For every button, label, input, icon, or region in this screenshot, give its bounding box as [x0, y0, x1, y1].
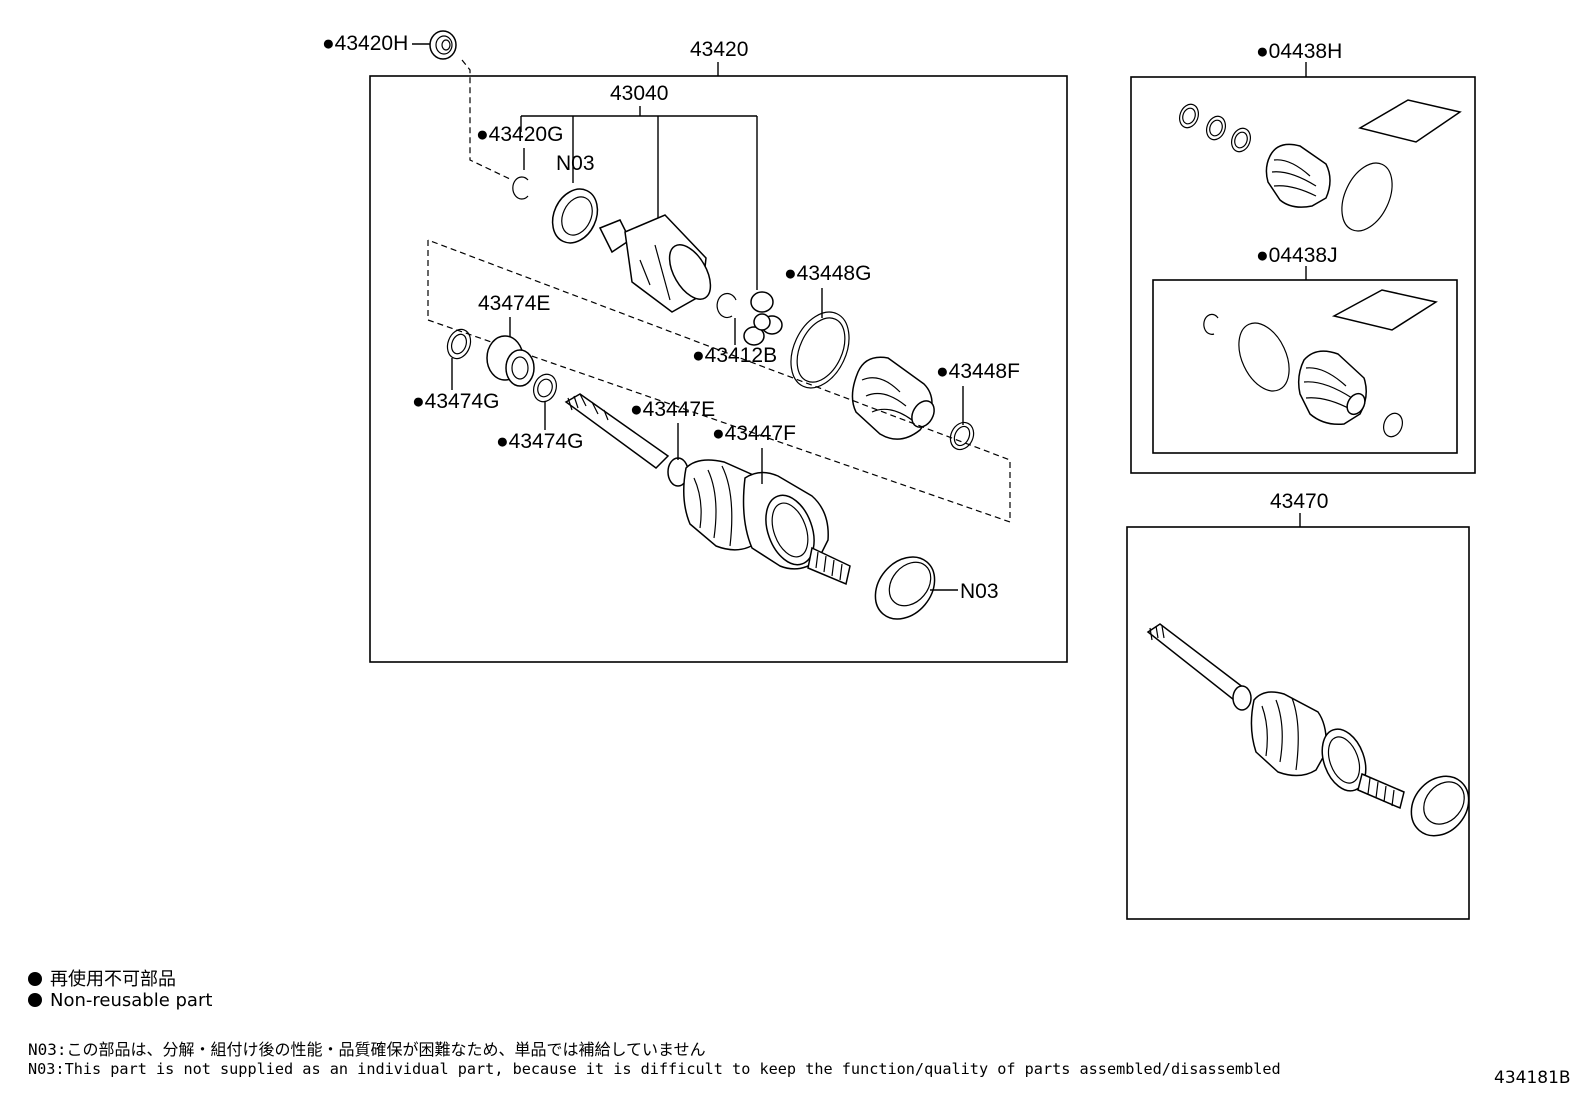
label-n03-bottom: N03: [960, 580, 999, 603]
snap-ring-43420G: [512, 176, 529, 200]
dust-seal-ring-top: [551, 188, 599, 244]
label-04438J: ●04438J: [1256, 244, 1338, 267]
nut-43420H: [429, 30, 457, 60]
tripod-joint: [743, 291, 783, 346]
label-43447E: ●43447E: [630, 398, 715, 421]
label-43420H: ●43420H: [322, 32, 408, 55]
label-04438H: ●04438H: [1256, 40, 1342, 63]
boot-kit-box-04438H: [1130, 76, 1476, 474]
bearing-43474E: [486, 335, 535, 387]
inner-joint-housing: [598, 214, 712, 313]
note-en: N03:This part is not supplied as an indi…: [28, 1060, 1281, 1078]
label-43474G-a: ●43474G: [412, 390, 499, 413]
boot-clamp-43448F: [949, 421, 975, 451]
label-43447F: ●43447F: [712, 422, 796, 445]
legend-jp: 再使用不可部品: [28, 965, 176, 991]
boot-kit-box-04438J: [1152, 279, 1458, 454]
kit-04438J-snap-ring: [1203, 313, 1219, 335]
legend-en-text: Non-reusable part: [50, 990, 213, 1011]
label-43448G: ●43448G: [784, 262, 871, 285]
kit-04438H-clamps: [1178, 103, 1252, 153]
clamp-43474G-a: [446, 328, 472, 360]
legend-jp-text: 再使用不可部品: [50, 969, 176, 990]
label-43420G: ●43420G: [476, 123, 563, 146]
inner-boot: [851, 356, 935, 440]
bullet-icon: [28, 993, 42, 1007]
label-43448F: ●43448F: [936, 360, 1020, 383]
snap-ring-small: [716, 292, 737, 319]
grease-packet-04438J: [1331, 289, 1438, 331]
label-n03-top: N03: [556, 152, 595, 175]
note-jp: N03:この部品は、分解・組付け後の性能・品質確保が困難なため、単品では補給して…: [28, 1040, 706, 1059]
label-43474E: 43474E: [478, 292, 550, 315]
label-43474G-b: ●43474G: [496, 430, 583, 453]
grease-packet-04438H: [1358, 99, 1462, 143]
kit-04438H-boot: [1265, 143, 1331, 208]
boot-kit-outline: [427, 239, 1011, 523]
outer-drive-shaft-43470: [1146, 623, 1405, 810]
kit-04438J-band: [1238, 322, 1290, 392]
kit-04438H-band: [1341, 162, 1393, 232]
clamp-43474G-b: [533, 373, 557, 403]
figure-id: 434181B: [1494, 1068, 1571, 1088]
label-43420: 43420: [690, 38, 748, 61]
label-43470: 43470: [1270, 490, 1328, 513]
kit-04438J-boot: [1297, 350, 1367, 426]
boot-clamp-43448G: [790, 311, 850, 389]
drive-shaft: [564, 393, 851, 586]
label-43040: 43040: [610, 82, 668, 105]
kit-04438J-clamp: [1382, 412, 1404, 438]
dust-seal-ring-43470: [1410, 775, 1470, 837]
dust-seal-ring-bottom: [874, 556, 936, 620]
legend-en: Non-reusable part: [28, 990, 212, 1011]
outer-shaft-box-43470: [1126, 526, 1470, 920]
bullet-icon: [28, 972, 42, 986]
